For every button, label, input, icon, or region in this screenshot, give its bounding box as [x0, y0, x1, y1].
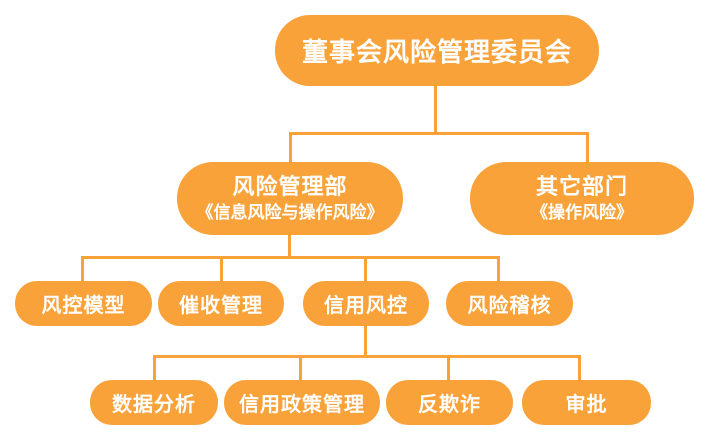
- connector-credit-down: [364, 325, 367, 358]
- connector-l3-model-drop: [81, 256, 84, 282]
- node-data-analysis: 数据分析: [90, 380, 218, 425]
- node-collection-management: 催收管理: [158, 281, 284, 326]
- connector-dept-risk-drop: [289, 132, 292, 163]
- node-risk-audit: 风险稽核: [446, 281, 573, 326]
- node-other-dept: 其它部门 《操作风险》: [470, 162, 694, 235]
- connector-l3-collection-drop: [220, 256, 223, 282]
- node-risk-management-dept-sublabel: 《信息风险与操作风险》: [196, 202, 384, 222]
- connector-l4-data-drop: [153, 355, 156, 382]
- connector-l4-approval-drop: [578, 355, 581, 382]
- node-risk-audit-label: 风险稽核: [467, 295, 552, 317]
- node-risk-control-model-label: 风控模型: [41, 295, 126, 317]
- node-other-dept-label: 其它部门: [535, 174, 628, 200]
- connector-l3-audit-drop: [497, 256, 500, 282]
- connector-l4-antifraud-drop: [447, 355, 450, 382]
- connector-dept-other-drop: [586, 132, 589, 163]
- node-board-risk-committee: 董事会风险管理委员会: [275, 15, 599, 86]
- node-collection-management-label: 催收管理: [179, 295, 263, 317]
- connector-root-drop: [434, 85, 437, 134]
- node-credit-policy-management: 信用政策管理: [224, 380, 380, 425]
- node-risk-management-dept: 风险管理部 《信息风险与操作风险》: [177, 162, 403, 235]
- connector-level3-horizontal: [81, 256, 500, 259]
- node-approval-label: 审批: [565, 394, 608, 416]
- node-approval: 审批: [522, 380, 651, 425]
- connector-dept-risk-down: [288, 234, 291, 258]
- node-anti-fraud: 反欺诈: [386, 380, 513, 425]
- node-credit-risk-control-label: 信用风控: [324, 295, 408, 317]
- node-board-risk-committee-label: 董事会风险管理委员会: [301, 37, 572, 67]
- connector-l3-credit-drop: [364, 256, 367, 282]
- node-credit-risk-control: 信用风控: [303, 281, 429, 326]
- node-data-analysis-label: 数据分析: [112, 394, 196, 416]
- node-risk-control-model: 风控模型: [15, 281, 152, 326]
- connector-level2-horizontal: [289, 132, 589, 135]
- node-anti-fraud-label: 反欺诈: [418, 394, 481, 416]
- connector-level4-horizontal: [153, 355, 581, 358]
- connector-l4-policy-drop: [299, 355, 302, 382]
- node-other-dept-sublabel: 《操作风险》: [531, 202, 633, 222]
- node-risk-management-dept-label: 风险管理部: [232, 174, 348, 200]
- node-credit-policy-management-label: 信用政策管理: [239, 394, 365, 416]
